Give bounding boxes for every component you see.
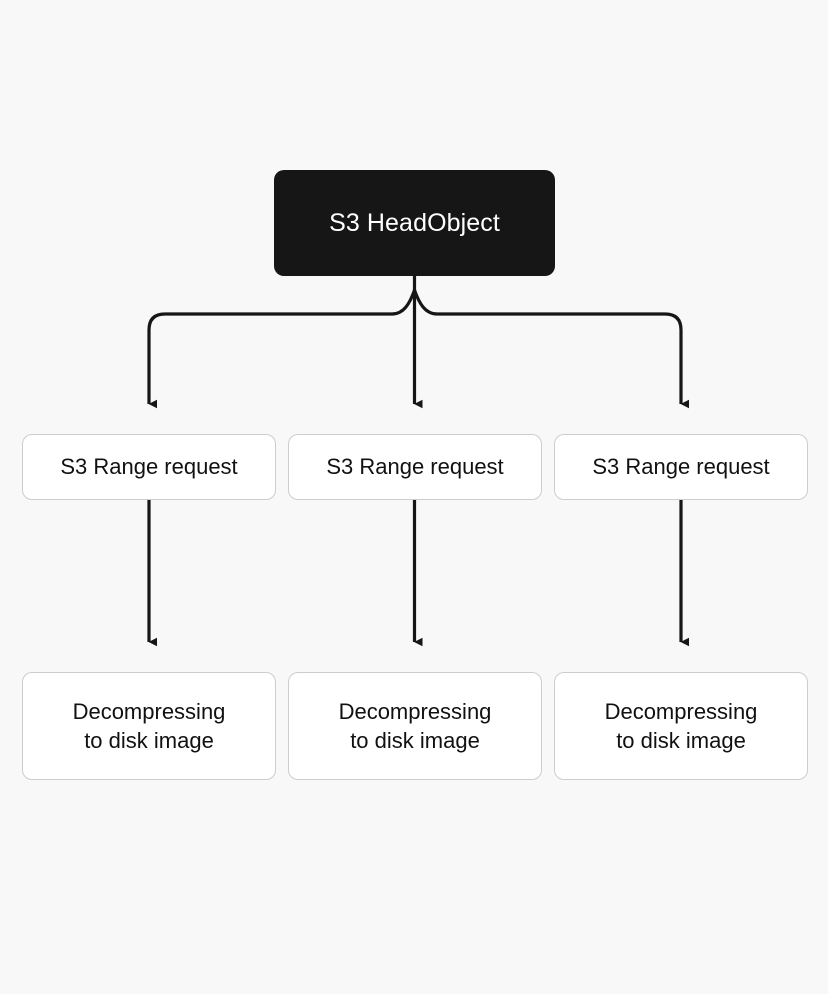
node-s3-range-request-2-label: S3 Range request bbox=[326, 454, 504, 480]
node-decompressing-to-disk-image-1-label: Decompressing to disk image bbox=[72, 698, 226, 753]
node-decompressing-to-disk-image-1[interactable]: Decompressing to disk image bbox=[22, 672, 276, 780]
node-s3-range-request-1[interactable]: S3 Range request bbox=[22, 434, 276, 500]
connector-root-to-range-3 bbox=[412, 289, 690, 409]
node-s3-range-request-3-label: S3 Range request bbox=[592, 454, 770, 480]
node-decompressing-to-disk-image-2-label: Decompressing to disk image bbox=[338, 698, 492, 753]
node-decompressing-to-disk-image-2[interactable]: Decompressing to disk image bbox=[288, 672, 542, 780]
node-s3-range-request-2[interactable]: S3 Range request bbox=[288, 434, 542, 500]
node-decompressing-to-disk-image-3[interactable]: Decompressing to disk image bbox=[554, 672, 808, 780]
node-s3-headobject[interactable]: S3 HeadObject bbox=[274, 170, 555, 276]
node-s3-range-request-1-label: S3 Range request bbox=[60, 454, 238, 480]
node-decompressing-to-disk-image-3-label: Decompressing to disk image bbox=[604, 698, 758, 753]
node-s3-range-request-3[interactable]: S3 Range request bbox=[554, 434, 808, 500]
connector-root-to-range-1 bbox=[147, 289, 417, 409]
node-s3-headobject-label: S3 HeadObject bbox=[329, 208, 500, 237]
